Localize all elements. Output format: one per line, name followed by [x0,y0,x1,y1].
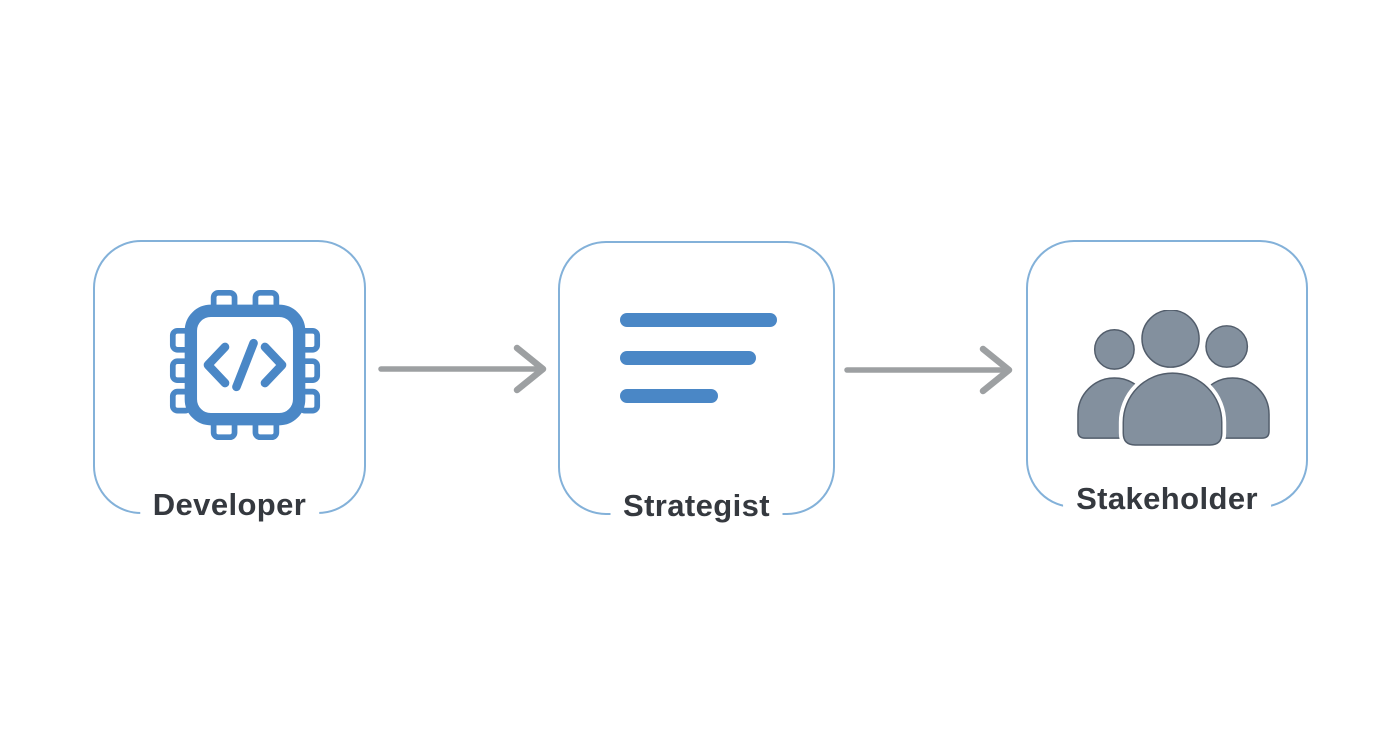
people-group-icon [1077,310,1270,448]
node-label-developer: Developer [139,487,320,523]
text-line-medium [620,351,756,365]
node-developer: Developer [93,240,366,523]
text-line-short [620,389,718,403]
arrow-right-icon [844,345,1013,395]
text-lines-icon [620,313,778,427]
text-line-long [620,313,777,327]
node-label-strategist: Strategist [610,488,783,524]
node-strategist: Strategist [558,241,835,524]
node-stakeholder: Stakeholder [1026,240,1308,517]
node-label-stakeholder: Stakeholder [1063,481,1271,517]
chip-code-icon [169,289,321,441]
arrow-right-icon [378,344,547,394]
